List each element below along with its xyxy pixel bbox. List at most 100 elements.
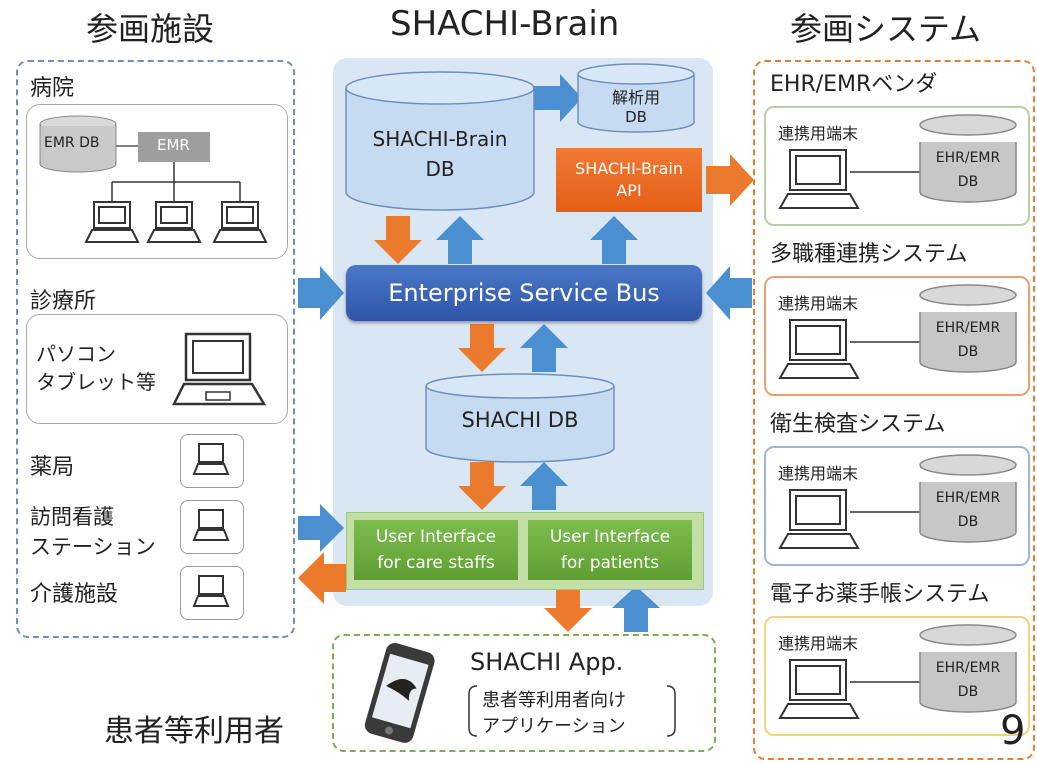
shachi-db-label: SHACHI DB [461,408,579,432]
laptop-icon [146,201,202,243]
clinic-box [26,314,288,424]
ehr-db-line2: DB [957,514,979,530]
arrow-down-icon [374,216,422,264]
arrow-up-icon [520,324,568,372]
ui-patients[interactable]: User Interface for patients [528,520,692,580]
system-label: 衛生検査システム [770,412,946,437]
bracket-icon [468,685,676,737]
ehr-db-line2: DB [957,174,979,190]
ui-patient-line1: User Interface [549,526,671,547]
arrow-up-icon [520,462,568,510]
ehr-db-line1: EHR/EMR [935,150,1001,166]
shachi-brain-db-cylinder [345,71,535,211]
terminal-label: 連携用端末 [778,634,859,653]
ehr-db-cylinder-top [919,114,1017,136]
visiting-nurse-line1: 訪問看護 [30,505,114,529]
small-pc-icons [192,443,230,607]
api-line1: SHACHI-Brain [575,159,683,179]
arrow-down-icon [458,462,506,510]
system-label: 電子お薬手帳システム [770,582,990,607]
emr-db-label: EMR DB [44,135,100,151]
terminal-label: 連携用端末 [778,464,859,483]
emr-db-cylinder [39,115,117,173]
app-desc-line1: 患者等利用者向け [482,690,626,711]
system-diagram [778,142,1017,209]
ehr-db-cylinder-top [919,454,1017,476]
analysis-db-line1: 解析用 [611,88,660,107]
visiting-nurse-line2: ステーション [30,535,156,559]
page-number: 9 [1000,708,1026,754]
brain-db-line1: SHACHI-Brain [372,127,508,151]
arrow-right-icon [706,154,754,206]
system-diagram [778,312,1017,379]
arrow-down-icon [458,324,506,372]
ehr-db-cylinder [919,142,1017,203]
clinic-device-line1: パソコン [36,342,116,366]
analysis-db-line2: DB [625,108,647,126]
facilities-panel [16,60,295,638]
laptop-icon [171,332,267,406]
app-desc-line2: アプリケーション [482,716,626,737]
laptop-icon [778,489,860,549]
laptop-icon [778,149,860,209]
system-label: EHR/EMRベンダ [770,72,938,97]
laptop-icon [778,319,860,379]
arrow-right-icon [530,74,582,122]
laptop-icon [778,659,860,719]
terminal-label: 連携用端末 [778,124,859,143]
ui-staff-line2: for care staffs [377,553,495,573]
app-description-bracket [467,684,677,738]
pc-icon [192,509,230,541]
app-title: SHACHI App. [470,648,624,676]
api-line2: API [616,181,642,200]
arrow-left-icon [706,266,752,320]
orca-logo-icon [386,679,417,701]
hospital-label: 病院 [30,76,75,101]
ehr-db-line1: EHR/EMR [935,660,1001,676]
shachi-brain-header: SHACHI-Brain [390,4,620,44]
participating-facilities-header: 参画施設 [86,10,215,48]
pc-icon [192,575,230,607]
arrow-down-icon [544,586,592,632]
clinic-device-line2: タブレット等 [36,370,156,394]
pharmacy-label: 薬局 [30,455,75,480]
ehr-db-cylinder [919,312,1017,373]
ehr-db-cylinder-top [919,284,1017,306]
analysis-db-cylinder [577,63,695,133]
arrow-up-icon [612,586,660,632]
arrow-up-icon [590,216,638,264]
ui-care-staff[interactable]: User Interface for care staffs [354,520,518,580]
ehr-db-line2: DB [957,344,979,360]
arrow-up-icon [436,216,484,264]
laptop-icon [212,201,268,243]
participating-systems-header: 参画システム [790,10,982,48]
smartphone-icon [364,643,435,743]
laptop-icon [84,201,140,243]
system-label: 多職種連携システム [770,242,968,267]
shachi-brain-api-box: SHACHI-Brain API [556,148,702,212]
ehr-db-line1: EHR/EMR [935,490,1001,506]
ui-patient-line2: for patients [560,553,660,573]
arrow-right-icon [298,266,344,320]
system-diagram [778,652,1017,719]
emr-system-box [138,132,210,162]
shachi-db-cylinder [425,373,615,463]
ehr-db-line1: EHR/EMR [935,320,1001,336]
ehr-db-cylinder [919,482,1017,543]
ui-staff-line1: User Interface [375,526,497,547]
hospital-network-diagram [39,115,268,243]
emr-label: EMR [157,136,190,154]
arrow-left-icon [298,552,346,604]
ehr-db-cylinder-top [919,624,1017,646]
shachi-app-box [332,634,716,752]
clinic-label: 診療所 [30,289,97,314]
care-facility-label: 介護施設 [30,582,119,607]
ehr-db-line2: DB [957,684,979,700]
ehr-db-cylinder [919,652,1017,713]
patients-label: 患者等利用者 [104,714,284,749]
arrow-right-icon [298,504,344,552]
terminal-label: 連携用端末 [778,294,859,313]
enterprise-service-bus: Enterprise Service Bus [346,265,702,321]
pc-icon [192,443,230,475]
